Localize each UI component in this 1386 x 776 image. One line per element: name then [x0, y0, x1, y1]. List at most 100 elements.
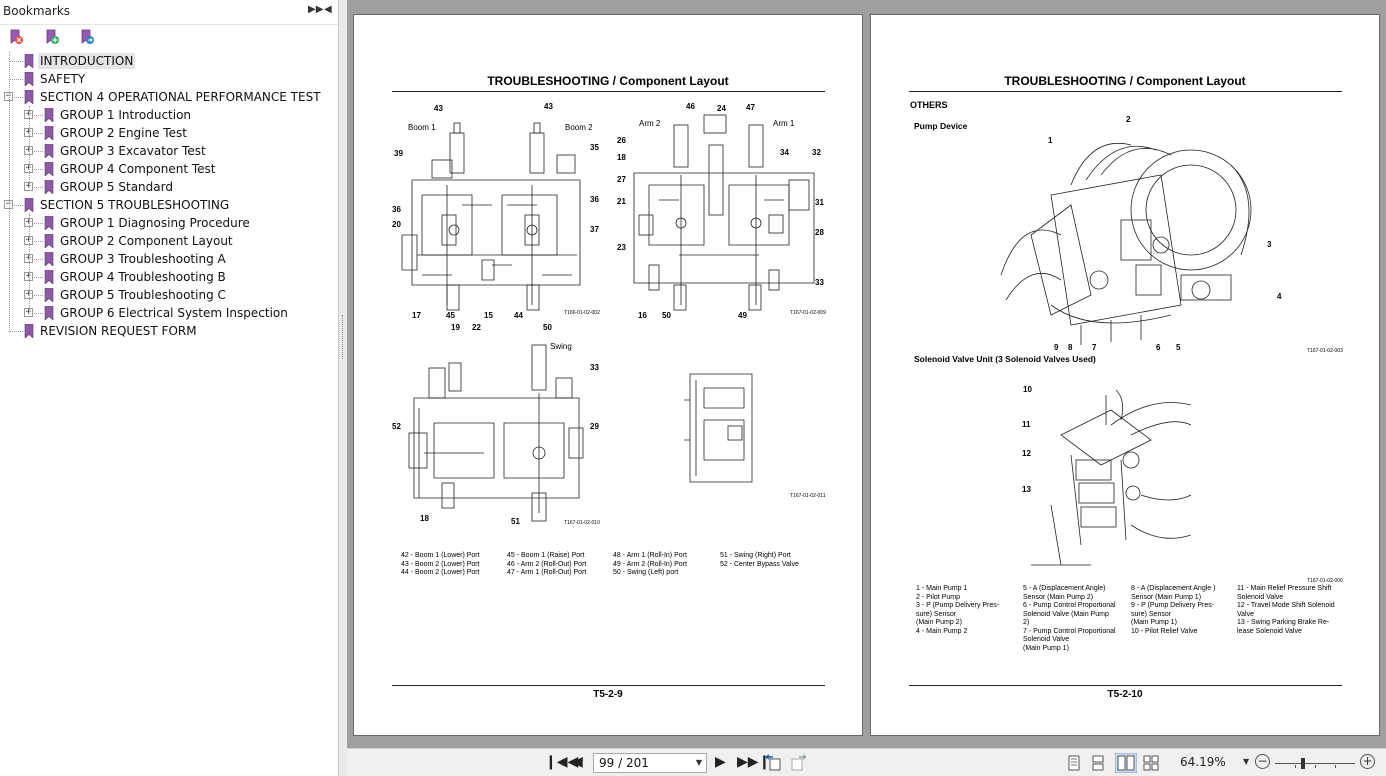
callout-number: 29 — [590, 422, 599, 431]
zoom-out-icon[interactable]: − — [1255, 754, 1270, 769]
delete-bookmark-icon[interactable] — [8, 29, 24, 45]
label-swing: Swing — [550, 342, 572, 351]
expand-toggle-icon[interactable]: + — [24, 235, 33, 245]
legend-entry: 46 - Arm 2 (Roll-Out) Port — [507, 560, 587, 568]
label-boom2: Boom 2 — [565, 123, 593, 132]
bookmark-label: GROUP 1 Introduction — [60, 108, 192, 122]
control-valve-drawing-a — [401, 122, 581, 311]
bookmark-item[interactable]: +GROUP 6 Electrical System Inspection — [0, 304, 338, 322]
legend-entry: 51 - Swing (Right) Port — [720, 552, 791, 559]
expand-toggle-icon[interactable]: + — [24, 181, 33, 191]
figure-id: T167-01-02-009 — [790, 310, 826, 316]
bookmark-label: SECTION 5 TROUBLESHOOTING — [40, 198, 230, 212]
bookmark-item[interactable]: +GROUP 2 Component Layout — [0, 232, 338, 250]
bookmark-item[interactable]: +GROUP 5 Troubleshooting C — [0, 286, 338, 304]
figure-id: T167-01-02-010 — [564, 520, 600, 526]
callout-number: 23 — [617, 243, 626, 252]
next-view-icon[interactable] — [790, 754, 808, 772]
expand-toggle-icon[interactable]: + — [24, 271, 33, 281]
bookmark-label: REVISION REQUEST FORM — [40, 324, 197, 338]
callout-number: 16 — [638, 311, 647, 320]
previous-view-icon[interactable] — [764, 754, 782, 772]
legend-entry: 52 - Center Bypass Valve — [720, 560, 799, 568]
bookmarks-header: Bookmarks ▶▶ ◀ — [0, 0, 338, 25]
zoom-in-icon[interactable]: + — [1360, 754, 1375, 769]
bookmark-item[interactable]: SAFETY — [0, 70, 338, 88]
new-bookmark-icon[interactable] — [44, 29, 60, 45]
callout-number: 44 — [514, 311, 523, 320]
document-viewer[interactable]: TROUBLESHOOTING / Component Layout — [347, 0, 1386, 748]
legend-entry: 12 - Travel Mode Shift Solenoid — [1237, 602, 1335, 609]
legend-entry: Sensor (Main Pump 1) — [1131, 593, 1202, 601]
bookmark-item[interactable]: INTRODUCTION — [0, 52, 338, 70]
legend-entry: 13 - Swing Parking Brake Re- — [1237, 619, 1330, 626]
callout-number: 51 — [511, 517, 520, 526]
bookmark-item[interactable]: +GROUP 4 Component Test — [0, 160, 338, 178]
page-number-input[interactable]: 99 / 201 ▼ — [593, 753, 707, 773]
label-arm1: Arm 1 — [773, 119, 795, 128]
callout-number: 31 — [815, 198, 824, 207]
zoom-dropdown-icon[interactable]: ▼ — [1243, 757, 1250, 766]
bookmark-item[interactable]: − SECTION 5 TROUBLESHOOTING — [0, 196, 338, 214]
continuous-view-icon[interactable] — [1091, 755, 1105, 771]
bookmark-icon — [44, 180, 54, 194]
zoom-slider[interactable] — [1275, 763, 1355, 764]
callout-number: 6 — [1156, 343, 1161, 352]
facing-view-icon[interactable] — [1115, 753, 1137, 773]
next-page-icon[interactable]: ▶ — [715, 754, 726, 770]
single-page-view-icon[interactable] — [1067, 755, 1081, 771]
expand-panel-icon[interactable]: ▶▶ — [308, 4, 324, 15]
bookmark-icon — [44, 126, 54, 140]
expand-toggle-icon[interactable]: + — [24, 289, 33, 299]
collapse-panel-icon[interactable]: ◀ — [324, 4, 332, 15]
bookmark-item[interactable]: + GROUP 1 Introduction — [0, 106, 338, 124]
bookmark-item[interactable]: +GROUP 5 Standard — [0, 178, 338, 196]
expand-toggle-icon[interactable]: + — [24, 253, 33, 263]
page-number: T5-2-10 — [1107, 689, 1143, 700]
previous-page-icon[interactable]: ◀ — [572, 754, 583, 770]
valve-side-drawing — [684, 373, 753, 483]
bookmark-item[interactable]: + GROUP 2 Engine Test — [0, 124, 338, 142]
bookmarks-title: Bookmarks — [3, 4, 71, 18]
goto-bookmark-icon[interactable] — [79, 29, 95, 45]
bookmark-item[interactable]: REVISION REQUEST FORM — [0, 322, 338, 340]
callout-number: 9 — [1054, 343, 1059, 352]
callout-number: 24 — [717, 104, 726, 113]
expand-toggle-icon[interactable]: + — [24, 145, 33, 155]
expand-toggle-icon[interactable]: + — [24, 217, 33, 227]
bookmark-item[interactable]: +GROUP 1 Diagnosing Procedure — [0, 214, 338, 232]
continuous-facing-view-icon[interactable] — [1143, 755, 1159, 771]
bookmark-item[interactable]: +GROUP 3 Troubleshooting A — [0, 250, 338, 268]
bookmark-label: GROUP 4 Troubleshooting B — [60, 270, 226, 284]
callout-number: 1 — [1048, 136, 1053, 145]
bookmarks-toolbar — [0, 25, 338, 51]
bookmark-item[interactable]: −SECTION 4 OPERATIONAL PERFORMANCE TEST — [0, 88, 338, 106]
bookmark-label: GROUP 2 Engine Test — [60, 126, 187, 140]
expand-toggle-icon[interactable]: + — [24, 109, 33, 119]
callout-number: 37 — [590, 225, 599, 234]
last-page-icon[interactable]: ▶▶❙ — [737, 754, 771, 770]
expand-toggle-icon[interactable]: + — [24, 307, 33, 317]
legend-entry: 44 - Boom 2 (Lower) Port — [401, 569, 480, 576]
callout-number: 52 — [392, 422, 401, 431]
collapse-toggle-icon[interactable]: − — [4, 199, 13, 209]
callout-number: 18 — [420, 514, 429, 523]
first-page-icon[interactable]: ❙◀◀ — [545, 754, 579, 770]
bookmark-item[interactable]: +GROUP 3 Excavator Test — [0, 142, 338, 160]
expand-toggle-icon[interactable]: + — [24, 127, 33, 137]
zoom-level[interactable]: 64.19% — [1180, 755, 1226, 769]
collapse-toggle-icon[interactable]: − — [4, 91, 13, 101]
panel-splitter[interactable] — [339, 0, 347, 776]
zoom-slider-thumb[interactable] — [1301, 758, 1305, 769]
callout-number: 27 — [617, 175, 626, 184]
chevron-down-icon[interactable]: ▼ — [695, 758, 702, 767]
legend-entry: 49 - Arm 2 (Roll-In) Port — [613, 560, 687, 568]
legend-entry: 50 - Swing (Left) port — [613, 569, 679, 576]
legend-entry: Solenoid Valve (Main Pump — [1023, 610, 1109, 618]
legend-entry: 2) — [1023, 619, 1030, 626]
bookmark-item[interactable]: + GROUP 4 Troubleshooting B — [0, 268, 338, 286]
expand-toggle-icon[interactable]: + — [24, 163, 33, 173]
bookmark-icon — [44, 162, 54, 176]
